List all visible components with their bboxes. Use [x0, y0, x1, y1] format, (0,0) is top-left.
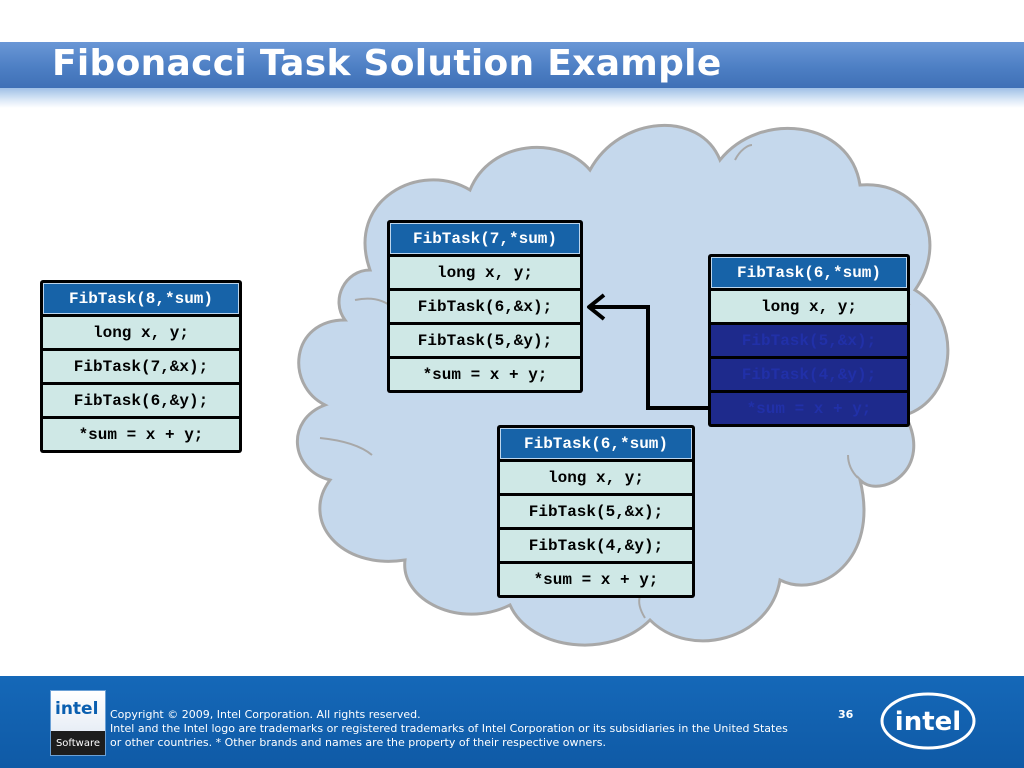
task-fib6-bottom: FibTask(6,*sum) long x, y; FibTask(5,&x)…: [497, 425, 695, 598]
title-bar: [0, 42, 1024, 88]
task-line: *sum = x + y;: [711, 393, 907, 424]
title-bar-shadow: [0, 88, 1024, 108]
task-line: FibTask(5,&x);: [500, 496, 692, 527]
task-line: long x, y;: [43, 317, 239, 348]
logo-software-label: Software: [51, 731, 105, 755]
cloud-inner-curve: [319, 437, 373, 456]
copyright-line: or other countries. * Other brands and n…: [110, 736, 607, 749]
task-line: FibTask(5,&y);: [390, 325, 580, 356]
task-line: *sum = x + y;: [43, 419, 239, 450]
task-header: FibTask(8,*sum): [43, 283, 239, 314]
logo-word: intel: [55, 699, 99, 719]
intel-brand-logo: intel: [880, 692, 976, 750]
intel-logo-text: intel: [895, 707, 961, 737]
copyright-line: Copyright © 2009, Intel Corporation. All…: [110, 708, 421, 721]
task-line: FibTask(6,&y);: [43, 385, 239, 416]
task-header: FibTask(6,*sum): [711, 257, 907, 288]
task-line: FibTask(5,&x);: [711, 325, 907, 356]
arrow-head: [587, 293, 606, 321]
task-fib8: FibTask(8,*sum) long x, y; FibTask(7,&x)…: [40, 280, 242, 453]
task-line: *sum = x + y;: [390, 359, 580, 390]
intel-software-logo: intel Software: [50, 690, 106, 756]
intel-logo-swoosh: [880, 692, 976, 750]
task-line: *sum = x + y;: [500, 564, 692, 595]
task-line: long x, y;: [711, 291, 907, 322]
task-fib6-right: FibTask(6,*sum) long x, y; FibTask(5,&x)…: [708, 254, 910, 427]
task-line: FibTask(7,&x);: [43, 351, 239, 382]
task-header: FibTask(6,*sum): [500, 428, 692, 459]
task-line: long x, y;: [500, 462, 692, 493]
task-line: long x, y;: [390, 257, 580, 288]
task-header: FibTask(7,*sum): [390, 223, 580, 254]
copyright-line: Intel and the Intel logo are trademarks …: [110, 722, 788, 735]
task-line: FibTask(4,&y);: [500, 530, 692, 561]
copyright-text: Copyright © 2009, Intel Corporation. All…: [110, 708, 788, 750]
task-fib7: FibTask(7,*sum) long x, y; FibTask(6,&x)…: [387, 220, 583, 393]
task-line: FibTask(4,&y);: [711, 359, 907, 390]
cloud-inner-curve: [734, 144, 753, 161]
spawn-arrow-line: [592, 305, 711, 410]
footer: intel Software Copyright © 2009, Intel C…: [0, 676, 1024, 768]
task-line: FibTask(6,&x);: [390, 291, 580, 322]
cloud-inner-curve: [847, 454, 859, 479]
page-number: 36: [838, 708, 854, 721]
slide-title: Fibonacci Task Solution Example: [52, 43, 722, 84]
